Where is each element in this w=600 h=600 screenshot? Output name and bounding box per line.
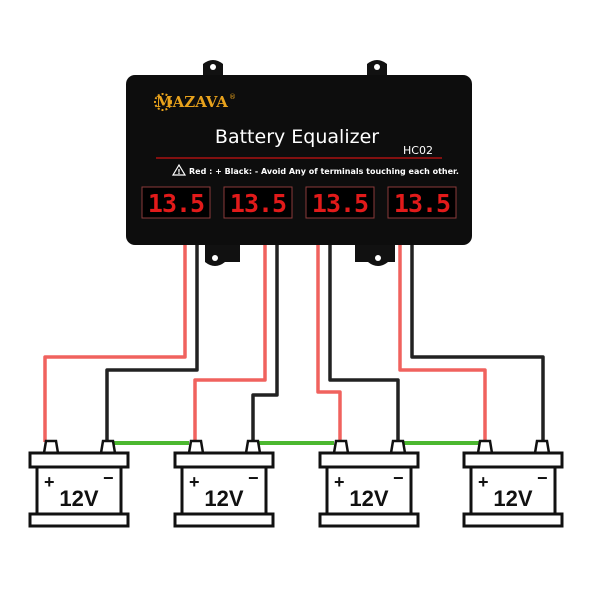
warning-icon: ! <box>171 163 187 176</box>
device-title: Battery Equalizer <box>215 126 379 148</box>
battery-3: + −12V <box>318 439 420 528</box>
terminal-negative <box>533 439 551 455</box>
terminal-positive <box>476 439 494 455</box>
wire-positive-1 <box>43 245 187 442</box>
terminal-negative <box>99 439 117 455</box>
wire-negative-3 <box>328 245 400 442</box>
plus-sign: + <box>334 472 345 492</box>
wire-positive-4 <box>398 245 487 442</box>
voltage-display-2: 13.5 <box>230 189 286 218</box>
minus-sign: − <box>248 468 259 488</box>
terminal-negative <box>244 439 262 455</box>
battery-equalizer-device: MAZAVA ® Battery Equalizer HC02 ! Red : … <box>126 60 472 266</box>
voltage-display-3: 13.5 <box>312 189 368 218</box>
battery-1: + −12V <box>28 439 130 528</box>
brand-name: MAZAVA <box>156 93 228 111</box>
terminal-positive <box>332 439 350 455</box>
brand-logo: MAZAVA ® <box>154 93 236 111</box>
terminal-positive <box>187 439 205 455</box>
mount-tab-bottom-right <box>355 240 395 266</box>
terminal-negative <box>389 439 407 455</box>
battery-2: + −12V <box>173 439 275 528</box>
plus-sign: + <box>189 472 200 492</box>
voltage-displays: 13.5 13.5 13.5 13.5 <box>141 186 457 219</box>
battery-voltage-label: 12V <box>349 486 388 511</box>
wire-positive-2 <box>193 245 267 442</box>
battery-4: + −12V <box>462 439 564 528</box>
battery-voltage-label: 12V <box>493 486 532 511</box>
wire-negative-2 <box>251 245 279 442</box>
battery-voltage-label: 12V <box>204 486 243 511</box>
minus-sign: − <box>537 468 548 488</box>
wire-negative-1 <box>105 245 199 442</box>
registered-mark: ® <box>229 93 236 101</box>
voltage-display-4: 13.5 <box>394 189 450 218</box>
plus-sign: + <box>478 472 489 492</box>
model-number: HC02 <box>403 144 433 157</box>
warning-text: Red : + Black: - Avoid Any of terminals … <box>189 167 459 176</box>
wires <box>43 245 545 445</box>
wire-negative-4 <box>410 245 545 442</box>
terminal-positive <box>42 439 60 455</box>
wire-positive-3 <box>316 245 342 442</box>
battery-voltage-label: 12V <box>59 486 98 511</box>
svg-text:!: ! <box>177 168 180 176</box>
voltage-display-1: 13.5 <box>148 189 204 218</box>
plus-sign: + <box>44 472 55 492</box>
minus-sign: − <box>393 468 404 488</box>
minus-sign: − <box>103 468 114 488</box>
